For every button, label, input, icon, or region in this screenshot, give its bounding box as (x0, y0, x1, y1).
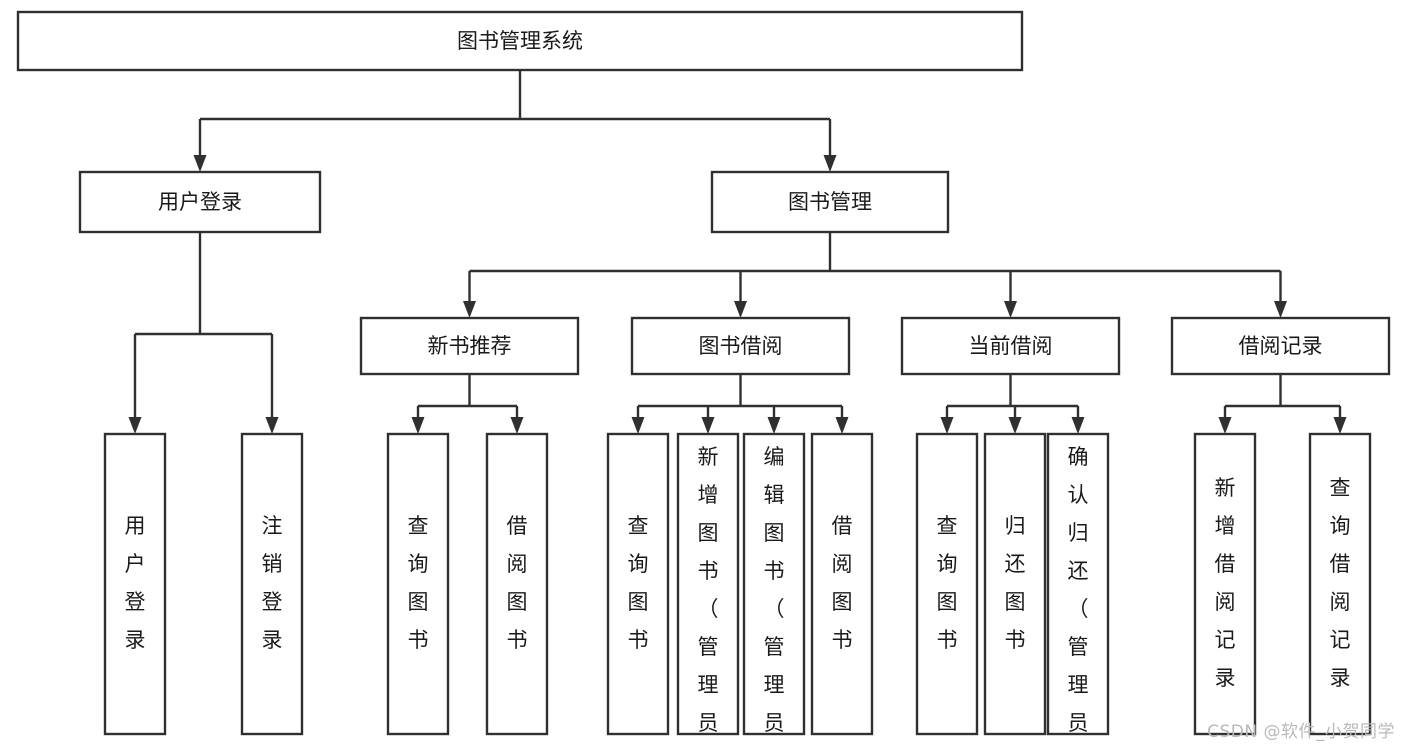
node-label: 借阅图书 (832, 514, 853, 652)
node-box (485, 432, 549, 736)
node-box (900, 316, 1121, 376)
node-label: 图书管理系统 (457, 29, 583, 53)
node-box (915, 432, 979, 736)
edge-arrowhead (940, 417, 954, 434)
node-box (710, 170, 950, 234)
edge-arrowhead (1333, 417, 1347, 434)
edge-arrowhead (1218, 417, 1232, 434)
edge-arrowhead (701, 417, 715, 434)
node-leaf-borrow-book-2[interactable]: 借阅图书 (810, 432, 874, 736)
node-book-manage[interactable]: 图书管理 (710, 170, 950, 234)
node-leaf-add-record[interactable]: 新增借阅记录 (1193, 432, 1257, 736)
node-label: 当前借阅 (969, 334, 1053, 358)
node-label: 查询图书 (408, 514, 429, 652)
node-box (1170, 316, 1391, 376)
node-box (1046, 432, 1110, 736)
node-label: 图书借阅 (699, 334, 783, 358)
node-box (676, 432, 740, 736)
node-box (630, 316, 851, 376)
node-box (1193, 432, 1257, 736)
node-box (1308, 432, 1372, 736)
node-leaf-user-login[interactable]: 用户登录 (103, 432, 167, 736)
node-label: 查询借阅记录 (1330, 476, 1351, 690)
node-box (810, 432, 874, 736)
node-borrow-record[interactable]: 借阅记录 (1170, 316, 1391, 376)
edge-arrowhead (767, 417, 781, 434)
node-label: 借阅图书 (507, 514, 528, 652)
edge-arrowhead (1274, 301, 1287, 318)
edge-arrowhead (265, 417, 279, 434)
node-label: 用户登录 (125, 514, 146, 652)
edge-arrowhead (835, 417, 849, 434)
node-label: 查询图书 (628, 514, 649, 652)
node-leaf-return-book[interactable]: 归还图书 (983, 432, 1047, 736)
node-label: 图书管理 (788, 190, 872, 214)
edge-arrowhead (734, 301, 747, 318)
node-leaf-borrow-book-1[interactable]: 借阅图书 (485, 432, 549, 736)
node-box (983, 432, 1047, 736)
node-box (386, 432, 450, 736)
node-current-borrow[interactable]: 当前借阅 (900, 316, 1121, 376)
node-box (240, 432, 304, 736)
node-box (16, 10, 1024, 72)
node-leaf-query-book-2[interactable]: 查询图书 (606, 432, 670, 736)
edge-arrowhead (193, 155, 207, 172)
node-label: 借阅记录 (1239, 334, 1323, 358)
node-box (359, 316, 580, 376)
node-leaf-query-book-3[interactable]: 查询图书 (915, 432, 979, 736)
node-label: 注销登录 (262, 514, 283, 652)
edge-arrowhead (128, 417, 142, 434)
edge-arrowhead (823, 155, 837, 172)
edges-layer (128, 70, 1347, 434)
node-label: 新增图书（管理员） (698, 445, 719, 747)
node-leaf-edit-book[interactable]: 编辑图书（管理员） (742, 432, 806, 747)
edge-arrowhead (1071, 417, 1085, 434)
node-label: 确认归还（管理员） (1068, 445, 1089, 747)
node-box (606, 432, 670, 736)
node-user-login[interactable]: 用户登录 (78, 170, 322, 234)
csdn-watermark: CSDN @软件_小贺同学 (1207, 722, 1395, 742)
node-book-borrow[interactable]: 图书借阅 (630, 316, 851, 376)
nodes-layer: 图书管理系统用户登录图书管理新书推荐图书借阅当前借阅借阅记录用户登录注销登录查询… (16, 10, 1391, 747)
node-leaf-add-book[interactable]: 新增图书（管理员） (676, 432, 740, 747)
node-label: 归还图书 (1005, 514, 1026, 652)
edge-arrowhead (411, 417, 425, 434)
edge-arrowhead (631, 417, 645, 434)
node-new-book-rec[interactable]: 新书推荐 (359, 316, 580, 376)
node-label: 新书推荐 (428, 334, 512, 358)
node-box (78, 170, 322, 234)
node-label: 用户登录 (158, 190, 242, 214)
node-leaf-user-logout[interactable]: 注销登录 (240, 432, 304, 736)
edge-arrowhead (1004, 301, 1017, 318)
node-label: 编辑图书（管理员） (764, 445, 785, 747)
node-box (742, 432, 806, 736)
edge-arrowhead (463, 301, 476, 318)
node-label: 新增借阅记录 (1215, 476, 1236, 690)
node-label: 查询图书 (937, 514, 958, 652)
node-root[interactable]: 图书管理系统 (16, 10, 1024, 72)
edge-arrowhead (1008, 417, 1022, 434)
edge-arrowhead (510, 417, 524, 434)
node-leaf-query-book-1[interactable]: 查询图书 (386, 432, 450, 736)
node-box (103, 432, 167, 736)
node-leaf-confirm-return[interactable]: 确认归还（管理员） (1046, 432, 1110, 747)
node-leaf-query-record[interactable]: 查询借阅记录 (1308, 432, 1372, 736)
